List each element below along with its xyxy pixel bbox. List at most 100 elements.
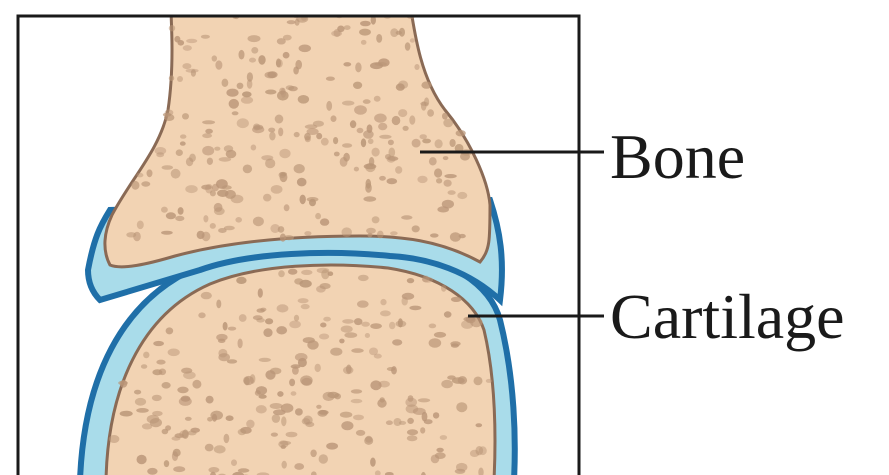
bone-pore [135,398,146,406]
bone-pore [361,3,373,7]
bone-pore [470,317,482,327]
bone-pore [168,349,180,357]
bone-pore [434,332,446,338]
bone-pore [214,207,225,215]
bone-pore [166,327,174,334]
bone-pore [486,379,492,383]
bone-pore [422,139,431,144]
bone-pore [363,99,371,104]
cartilage-label: Cartilage [610,285,845,349]
bone-pore [218,349,227,358]
bone-pore [372,148,380,157]
bone-pore [226,415,234,421]
bone-pore [408,395,414,402]
bone-pore [377,231,384,239]
bone-pore [455,469,466,474]
bone-pore [271,185,283,194]
bone-pore [320,323,326,328]
bone-pore [326,101,332,111]
bone-pore [277,38,286,44]
bone-pore [389,322,395,330]
bone-pore [395,166,402,174]
bone-pore [374,114,387,123]
bone-pore [361,138,366,147]
bone-pore [295,353,308,361]
bone-pore [263,194,271,202]
bone-pore [147,415,160,424]
bone-pore [203,215,208,222]
bone-pore [422,277,433,283]
bone-pore [256,405,267,413]
bone-pore [365,183,372,193]
bone-pore [258,288,263,297]
bone-pore [386,420,393,425]
bone-pore [391,366,397,374]
bone-pore [365,333,370,338]
bone-pore [367,233,372,238]
bone-pore [237,118,249,128]
bone-pore [361,40,367,45]
bone-pore [254,125,264,130]
bone-pore [398,109,407,117]
bone-pore [283,52,290,59]
bone-pore [265,370,275,380]
bone-pore [164,114,174,121]
bone-pore [202,133,212,138]
bone-pore [134,390,141,395]
bone-pore [239,314,247,322]
bone-pore [372,216,380,223]
bone-pore [182,113,189,119]
bone-pore [418,398,430,402]
bone-pore [343,366,353,374]
bone-pore [320,218,329,225]
bone-pore [224,434,230,443]
bone-pore [366,228,376,234]
bone-pore [162,382,171,389]
bone-pore [399,28,405,37]
bone-pore [277,304,289,312]
bone-pore [378,58,389,66]
bone-pore [263,328,272,337]
bone-pore [243,165,252,174]
bone-pore [212,55,217,61]
bone-pore [282,461,287,469]
bone-pore [354,167,359,172]
bone-pore [320,283,331,289]
bone-pore [267,71,277,78]
bone-pore [357,300,369,307]
bone-pore [279,149,290,159]
bone-pore [210,223,216,229]
bone-pore [429,324,437,329]
bone-pore [143,352,149,359]
bone-pore [303,337,315,343]
bone-pore [417,176,427,183]
bone-pore [202,120,215,124]
bone-pore [272,414,280,423]
bone-pore [298,298,309,303]
bone-pore [137,221,144,230]
bone-pore [390,231,398,235]
bone-pore [208,467,219,473]
bone-pore [401,215,412,219]
bone-pore [344,332,357,338]
bone-pore [190,428,200,433]
bone-pore [258,55,265,65]
bone-pore [162,165,174,170]
bone-pore [180,141,186,145]
bone-pore [369,348,378,356]
bone-pore [205,444,214,452]
bone-pore [444,174,456,178]
bone-pore [358,275,369,281]
bone-pore [450,139,456,147]
bone-pore [269,132,275,141]
bone-pore [205,129,213,134]
bone-pore [450,232,461,241]
bone-pore [342,143,352,148]
bone-pore [172,451,178,461]
bone-pore [376,34,382,43]
bone-pore [173,466,185,472]
bone-pore [436,448,443,453]
bone-pore [286,85,294,90]
bone-pore [380,310,391,316]
bone-pore [363,130,374,139]
